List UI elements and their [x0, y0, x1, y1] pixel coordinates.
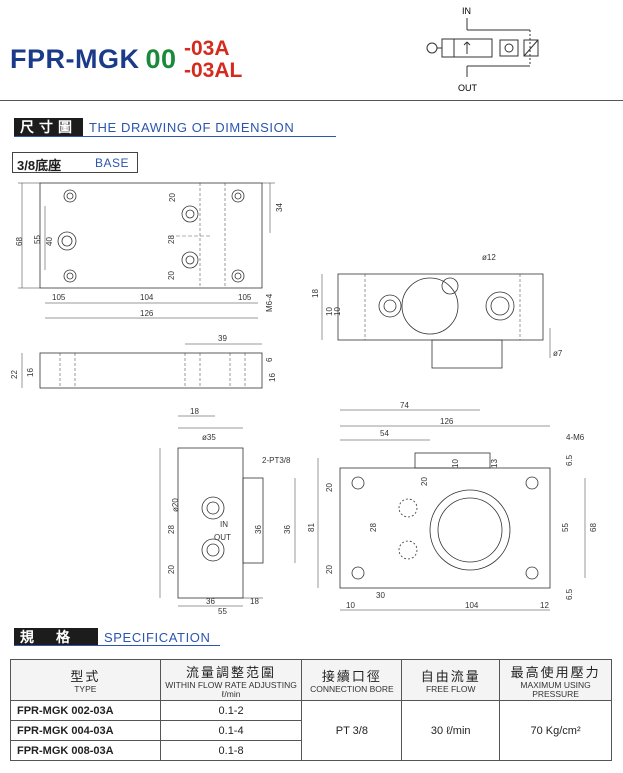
dim-36a: 36 — [254, 525, 263, 534]
dim-2-pt3-8: 2-PT3/8 — [262, 456, 291, 465]
dim-74: 74 — [400, 401, 409, 410]
spec-label-cn: 規格 — [14, 628, 98, 646]
dim-6-5b: 6.5 — [565, 588, 574, 600]
dim-36c: 36 — [206, 597, 215, 606]
dim-68: 68 — [15, 237, 24, 246]
dim-54: 54 — [380, 429, 389, 438]
dimension-label-en: THE DRAWING OF DIMENSION — [89, 120, 295, 135]
port-out-label: OUT — [214, 533, 231, 542]
dim-13: 13 — [490, 459, 499, 468]
dim-20d: 20 — [325, 483, 334, 492]
dimension-label-cn: 尺寸圖 — [14, 118, 83, 136]
table-row: FPR-MGK 004-03A 0.1-4 — [10, 720, 612, 741]
base-label: 3/8底座 BASE — [12, 152, 138, 173]
dim-10c: 10 — [451, 459, 460, 468]
dim-20c: 20 — [167, 565, 176, 574]
range-cell: 0.1-4 — [159, 720, 303, 741]
dim-dia35: ø35 — [202, 433, 216, 442]
dim-81: 81 — [307, 523, 316, 532]
dim-39: 39 — [218, 334, 227, 343]
dim-55c: 55 — [561, 523, 570, 532]
model-suffix-2: -03AL — [184, 59, 243, 82]
dim-36b: 36 — [283, 525, 292, 534]
dim-4-m6: 4-M6 — [566, 433, 585, 442]
type-cell: FPR-MGK 002-03A — [10, 700, 161, 721]
dim-68b: 68 — [589, 523, 598, 532]
dim-18b: 18 — [190, 407, 199, 416]
dim-22: 22 — [10, 370, 19, 379]
dim-10d: 10 — [346, 601, 355, 610]
dim-dia12: ø12 — [482, 253, 496, 262]
dim-126a: 126 — [140, 309, 154, 318]
spec-section-header: 規格 SPECIFICATION — [14, 627, 211, 646]
type-cell: FPR-MGK 004-03A — [10, 720, 161, 741]
dim-20a: 20 — [168, 193, 177, 202]
model-suffix-1: -03A — [184, 37, 230, 60]
dim-16b: 16 — [268, 373, 277, 382]
range-cell: 0.1-2 — [159, 700, 303, 721]
spec-underline — [14, 645, 220, 646]
spec-label-en: SPECIFICATION — [104, 630, 211, 645]
dim-126b: 126 — [440, 417, 454, 426]
dim-6-5a: 6.5 — [565, 454, 574, 466]
free-flow-cell: 30 ℓ/min — [401, 700, 501, 761]
table-row: FPR-MGK 002-03A 0.1-2 PT 3/8 30 ℓ/min 70… — [10, 700, 612, 761]
symbol-out-label: OUT — [458, 83, 478, 93]
dimension-section-header: 尺寸圖 THE DRAWING OF DIMENSION — [14, 117, 295, 136]
dimension-drawing: 68 55 40 20 28 20 34 105 104 105 126 M6-… — [10, 182, 598, 616]
dim-10a: 10 — [325, 307, 334, 316]
dim-18a: 18 — [311, 289, 320, 298]
dim-16a: 16 — [26, 368, 35, 377]
dim-28c: 28 — [369, 523, 378, 532]
dim-10b: 10 — [333, 307, 342, 316]
model-base: FPR-MGK — [10, 44, 140, 74]
dim-6: 6 — [265, 357, 274, 362]
dim-40: 40 — [45, 237, 54, 246]
type-cell: FPR-MGK 008-03A — [10, 740, 161, 761]
dim-20f: 20 — [420, 477, 429, 486]
dim-55b: 55 — [218, 607, 227, 616]
bore-cell: PT 3/8 — [301, 700, 403, 761]
dim-20b: 20 — [167, 271, 176, 280]
model-suffix: -03A -03AL — [184, 38, 242, 82]
port-in-label: IN — [220, 520, 228, 529]
dim-30: 30 — [376, 591, 385, 600]
dim-104a: 104 — [140, 293, 154, 302]
range-cell: 0.1-8 — [159, 740, 303, 761]
dim-28b: 28 — [167, 525, 176, 534]
hydraulic-symbol-icon: IN OUT — [426, 6, 539, 93]
dim-10-5a: 105 — [52, 293, 66, 302]
dim-34: 34 — [275, 203, 284, 212]
dimension-underline — [14, 136, 336, 137]
dim-55: 55 — [33, 235, 42, 244]
dim-m6-4: M6-4 — [265, 293, 274, 312]
base-label-en: BASE — [95, 156, 130, 170]
dim-20e: 20 — [325, 565, 334, 574]
dim-12: 12 — [540, 601, 549, 610]
header-divider — [0, 100, 623, 101]
dim-dia7: ø7 — [553, 349, 563, 358]
model-series: 00 — [145, 44, 177, 74]
symbol-in-label: IN — [462, 6, 471, 16]
table-row: FPR-MGK 008-03A 0.1-8 — [10, 740, 612, 761]
base-label-cn: 3/8底座 — [17, 158, 62, 173]
pressure-cell: 70 Kg/cm² — [499, 700, 612, 761]
dim-28a: 28 — [167, 235, 176, 244]
dim-dia20: ø20 — [171, 498, 180, 512]
dim-10-5b: 105 — [238, 293, 252, 302]
dim-104b: 104 — [465, 601, 479, 610]
dim-18c: 18 — [250, 597, 259, 606]
